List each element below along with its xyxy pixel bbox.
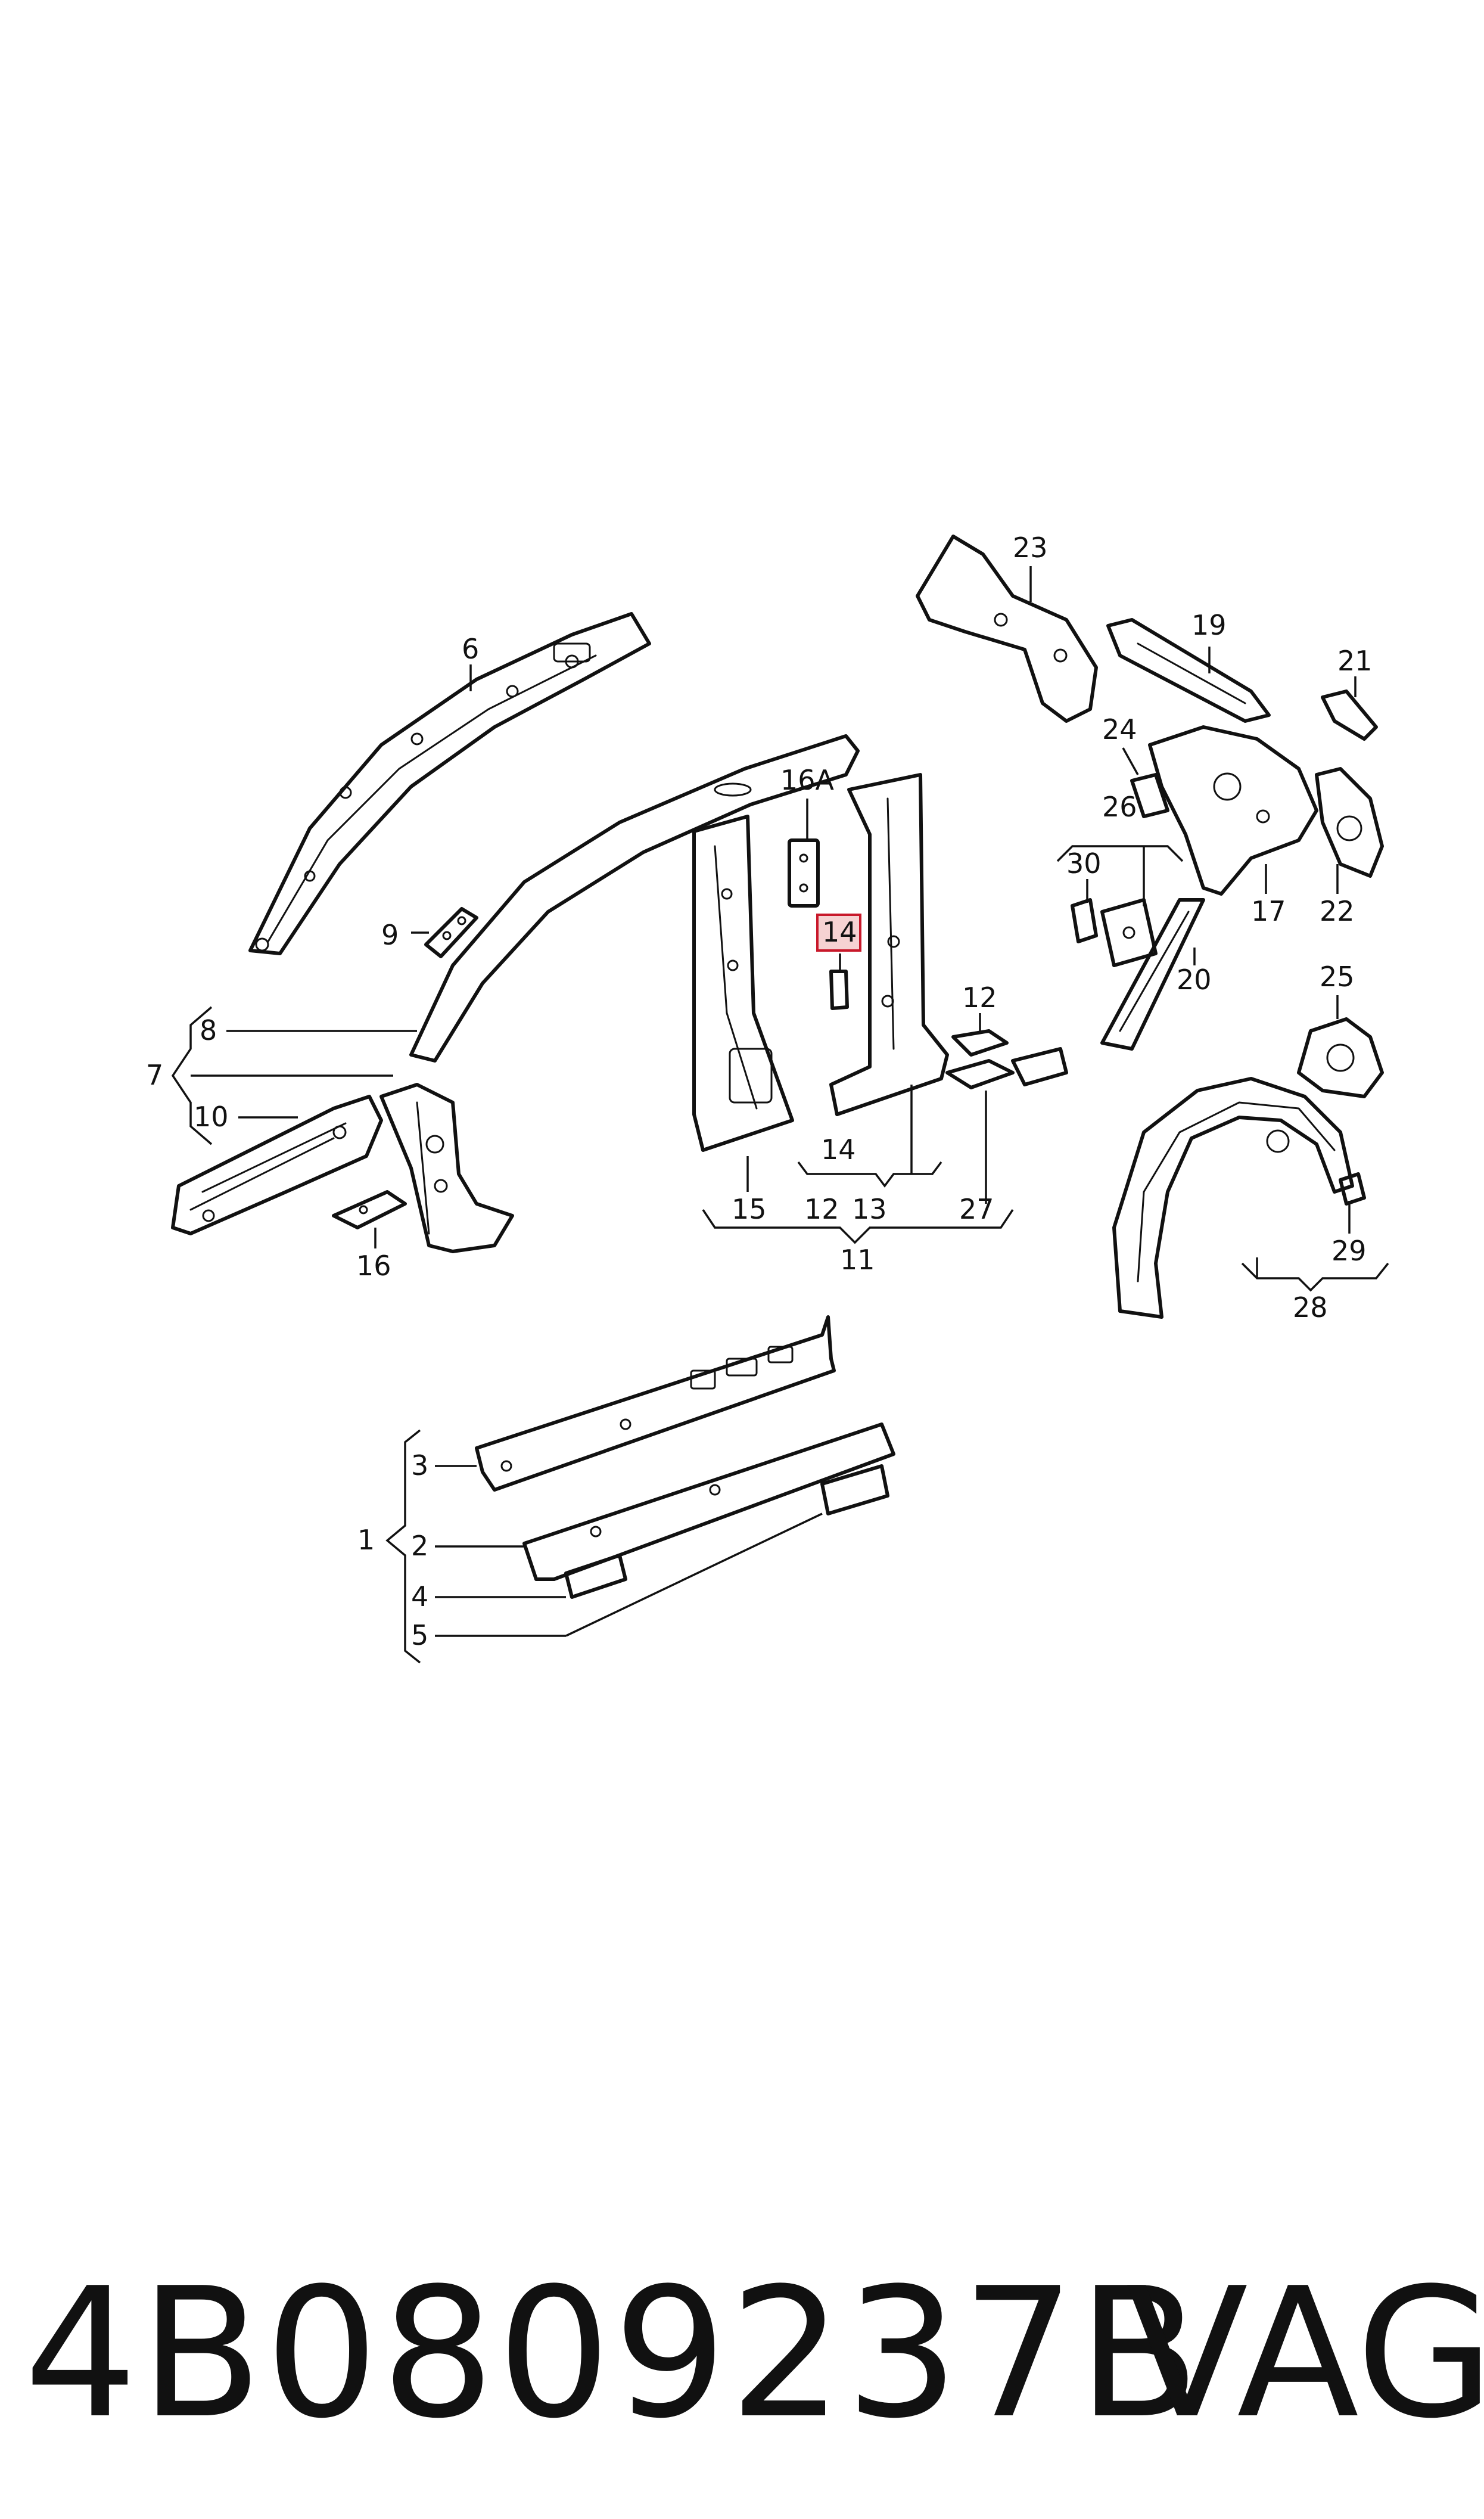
part-sill-upper-3	[475, 1315, 836, 1492]
callout-16: 16	[356, 1250, 391, 1282]
part-clip-21	[1321, 689, 1378, 741]
callout-27: 27	[959, 1193, 994, 1225]
callout-14-highlighted: 14	[822, 916, 857, 948]
callout-22: 22	[1320, 895, 1355, 927]
part-panel-19	[1106, 618, 1271, 723]
callout-16a: 16A	[780, 764, 835, 796]
callout-28: 28	[1293, 1291, 1328, 1324]
callout-19: 19	[1191, 609, 1227, 641]
callout-3: 3	[411, 1449, 428, 1481]
part-plate-14	[829, 970, 849, 1010]
part-reinforcement-16a	[788, 838, 820, 908]
callout-12-upper: 12	[962, 981, 997, 1014]
footer: 4B0809237B VAG	[0, 2229, 1484, 2479]
part-roof-rail	[248, 612, 651, 955]
callout-5: 5	[411, 1619, 428, 1651]
callout-2: 2	[411, 1530, 428, 1562]
callout-17: 17	[1251, 895, 1286, 927]
leader-lines	[171, 566, 1389, 1664]
part-brackets-12-27	[945, 1029, 1068, 1089]
part-number: 4B0809237B	[24, 2250, 1203, 2458]
part-rear-panel-22	[1315, 767, 1384, 878]
part-rear-member-23	[916, 535, 1098, 723]
callout-20: 20	[1177, 964, 1212, 996]
callout-13: 13	[852, 1193, 887, 1225]
callout-25: 25	[1320, 961, 1355, 993]
callout-26: 26	[1102, 791, 1137, 823]
part-b-pillar-outer	[692, 815, 794, 1152]
callout-11: 11	[840, 1244, 875, 1276]
callout-7: 7	[146, 1059, 163, 1091]
callout-29: 29	[1331, 1235, 1367, 1267]
callout-9: 9	[381, 919, 399, 951]
part-sill-plates-4-5	[564, 1464, 889, 1599]
part-bracket-9	[424, 907, 478, 958]
callout-24: 24	[1102, 713, 1137, 746]
callout-labels: 6 9 8 7 10 16 16A 14 15 14 12 13 27 11 1…	[146, 532, 1373, 1651]
callout-23: 23	[1013, 532, 1048, 564]
part-a-pillar-outer	[409, 734, 860, 1063]
callout-21: 21	[1337, 645, 1373, 677]
callout-4: 4	[411, 1580, 428, 1613]
part-a-pillar-lower	[171, 1095, 383, 1235]
part-hinge-pillar	[379, 1083, 514, 1253]
part-plate-16	[332, 1190, 407, 1229]
callout-15: 15	[732, 1193, 767, 1225]
part-bracket-24	[1130, 773, 1169, 818]
part-b-pillar-inner	[829, 773, 949, 1116]
callout-12-lower: 12	[804, 1193, 839, 1225]
part-bracket-20	[1100, 898, 1205, 1051]
callout-14: 14	[821, 1133, 856, 1166]
part-clip-29	[1339, 1172, 1366, 1206]
part-piece-25	[1297, 1017, 1384, 1098]
callout-6: 6	[462, 633, 479, 665]
part-sill-lower-2	[522, 1422, 895, 1581]
callout-10: 10	[194, 1101, 229, 1133]
highlight-box	[816, 914, 861, 952]
callout-8: 8	[200, 1014, 217, 1046]
part-wheel-arch-28	[1112, 1077, 1354, 1319]
callout-1: 1	[357, 1524, 375, 1556]
callout-30: 30	[1066, 847, 1102, 880]
part-wheelhouse-17	[1148, 725, 1318, 896]
brand-label: VAG	[1126, 2250, 1484, 2458]
part-brackets-26-30	[1071, 898, 1158, 967]
